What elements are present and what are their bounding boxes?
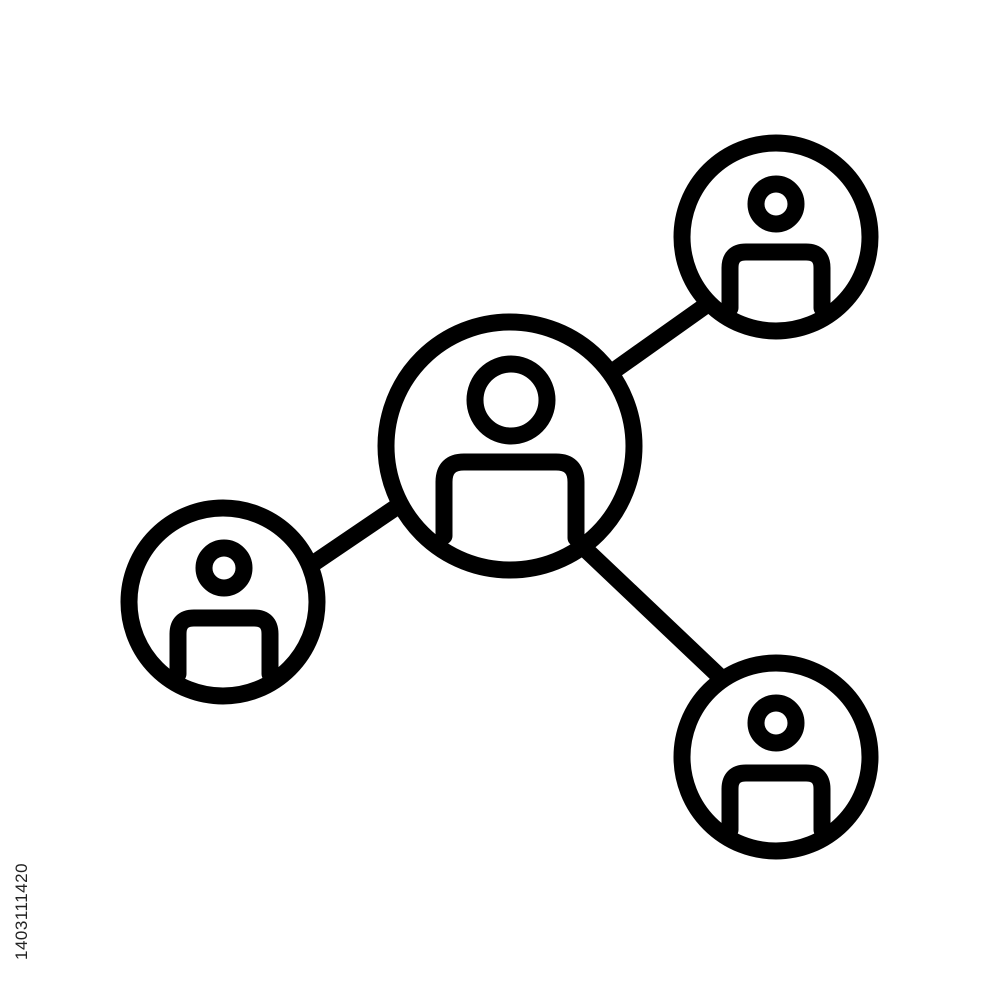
node-top-right-ring xyxy=(673,134,879,340)
node-bottom-right-head-icon xyxy=(747,694,805,752)
node-top-right-body-icon xyxy=(721,243,831,317)
connector-center-left xyxy=(305,497,407,572)
node-center-head-icon xyxy=(466,355,556,445)
node-top-right xyxy=(673,134,879,340)
node-left xyxy=(120,499,326,705)
connector-center-top-right xyxy=(603,297,714,381)
node-left-ring xyxy=(120,499,326,705)
node-center-body-icon xyxy=(435,453,585,547)
stock-id-label: 1403111420 xyxy=(12,862,31,960)
node-center-ring xyxy=(377,313,643,579)
node-bottom-right xyxy=(673,654,879,860)
node-center xyxy=(377,313,643,579)
connector-center-bottom-right xyxy=(573,537,727,684)
node-left-body-icon xyxy=(169,609,279,683)
node-top-right-head-icon xyxy=(747,175,805,233)
node-bottom-right-body-icon xyxy=(721,764,831,839)
node-left-head-icon xyxy=(195,539,253,597)
node-bottom-right-ring xyxy=(673,654,879,860)
